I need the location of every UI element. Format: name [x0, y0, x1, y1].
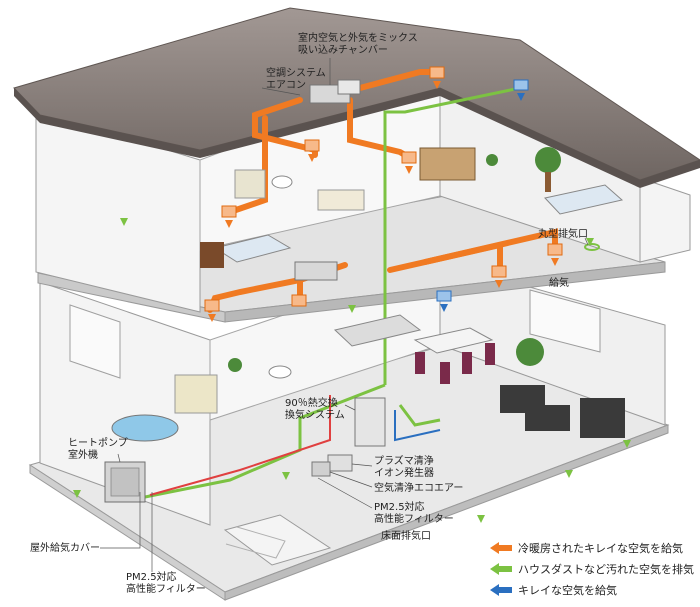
- outdoor-cover-label: 屋外給気カバー: [30, 543, 100, 554]
- plant: [535, 147, 561, 173]
- legend-text: 冷暖房されたキレイな空気を給気: [518, 541, 683, 555]
- arrow-left-icon: [490, 562, 512, 575]
- sofa-2f: [317, 189, 365, 211]
- pm25-filter-label: PM2.5対応高性能フィルター: [374, 502, 454, 525]
- ground-floor-right-wall: [439, 261, 666, 426]
- plant: [228, 358, 242, 372]
- balcony: [639, 177, 691, 263]
- ac-indoor-unit-1f: [294, 261, 338, 281]
- supply-arrows: [208, 81, 559, 322]
- vanity: [174, 374, 218, 414]
- window: [69, 304, 121, 379]
- eco-air-filter: [311, 461, 331, 477]
- supply-label: 給気: [549, 278, 569, 289]
- plasma-ion-unit: [327, 454, 353, 472]
- bathtub: [111, 414, 179, 442]
- heat-exchange-label: 90％熱交換換気システム: [285, 398, 345, 421]
- bathroom-fixture-2f: [234, 169, 266, 199]
- legend: 冷暖房されたキレイな空気を給気 ハウスダストなど汚れた空気を排気 キレイな空気を…: [490, 537, 694, 600]
- clean-air-outlets: [436, 79, 529, 312]
- bed: [213, 234, 292, 263]
- plant: [516, 338, 544, 366]
- eco-air-label: 空気清浄エコエアー: [374, 483, 464, 494]
- round-exhaust-vent: [584, 243, 600, 251]
- kitchen-counter: [333, 314, 422, 347]
- mix-chamber-label: 室内空気と外気をミックス吸い込みチャンバー: [298, 33, 418, 56]
- legend-text: ハウスダストなど汚れた空気を排気: [518, 562, 694, 576]
- window: [529, 289, 601, 353]
- legend-item-supply-conditioned: 冷暖房されたキレイな空気を給気: [490, 537, 694, 558]
- toilet-1f: [268, 365, 292, 379]
- heat-pump-label: ヒートポンプ室外機: [68, 438, 128, 461]
- floor-exhaust-label: 床面排気口: [381, 531, 431, 542]
- headboard: [200, 242, 224, 268]
- legend-text: キレイな空気を給気: [518, 583, 617, 597]
- dining-chairs: [415, 343, 495, 384]
- toilet-2f: [271, 175, 293, 189]
- legend-item-exhaust: ハウスダストなど汚れた空気を排気: [490, 558, 694, 579]
- plasma-label: プラズマ清浄イオン発生器: [374, 456, 434, 479]
- refrigerant-pipes: [149, 395, 441, 496]
- pm25-filter-bottom-label: PM2.5対応高性能フィルター: [126, 572, 206, 595]
- mix-chamber: [337, 79, 361, 95]
- arrow-left-icon: [490, 541, 512, 554]
- heat-exchange-unit: [354, 397, 386, 447]
- round-exhaust-label: 丸型排気口: [538, 229, 588, 240]
- ac-system-label: 空調システムエアコン: [266, 68, 326, 91]
- leader-lines: [100, 58, 589, 572]
- desk: [419, 147, 476, 181]
- bed-right: [544, 184, 624, 215]
- supply-outlets: [204, 66, 563, 312]
- living-sofa-set: [500, 385, 625, 438]
- legend-item-clean-supply: キレイな空気を給気: [490, 579, 694, 600]
- entrance-steps: [223, 514, 332, 566]
- plant: [486, 154, 498, 166]
- floor-exhaust-arrows: [73, 218, 631, 523]
- arrow-left-icon: [490, 583, 512, 596]
- dining-table: [413, 327, 494, 354]
